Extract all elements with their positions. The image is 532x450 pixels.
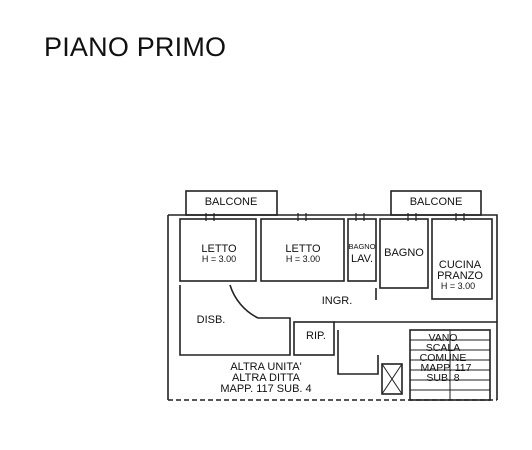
disb-label: DISB. bbox=[197, 314, 226, 326]
page-title: PIANO PRIMO bbox=[44, 32, 227, 62]
bagno-outline bbox=[379, 218, 429, 289]
shaft-outline bbox=[381, 363, 403, 395]
stair-well-wall bbox=[337, 321, 497, 375]
letto1-outline bbox=[179, 218, 257, 282]
disb-wall bbox=[179, 285, 291, 356]
vano-label-3: COMUNE bbox=[420, 352, 467, 364]
ingr-wall bbox=[334, 288, 420, 323]
altra-label-3: MAPP. 117 SUB. 4 bbox=[220, 383, 311, 395]
bagno-label: BAGNO bbox=[384, 247, 424, 259]
ingr-label: INGR. bbox=[322, 295, 353, 307]
stair-steps bbox=[410, 330, 490, 400]
letto1-label: LETTO bbox=[201, 243, 237, 255]
altra-label-2: ALTRA DITTA bbox=[232, 372, 301, 384]
vano-label-4: MAPP. 117 bbox=[421, 362, 472, 374]
balcone-right-label: BALCONE bbox=[410, 196, 463, 208]
cucina-label-2: PRANZO bbox=[437, 270, 483, 282]
cucina-height: H = 3.00 bbox=[441, 281, 475, 291]
cucina-outline bbox=[431, 218, 493, 300]
rip-outline bbox=[293, 321, 335, 356]
bagno-lav-label-top: BAGNO bbox=[348, 242, 375, 251]
letto2-label: LETTO bbox=[285, 243, 321, 255]
bagno-lav-label-bottom: LAV. bbox=[351, 253, 373, 265]
letto2-outline bbox=[260, 218, 345, 282]
vano-label-1: VANO bbox=[429, 332, 458, 344]
letto1-height: H = 3.00 bbox=[202, 254, 236, 264]
cucina-label-1: CUCINA bbox=[439, 259, 482, 271]
vano-label-5: SUB. 8 bbox=[426, 372, 459, 384]
corridor-wall bbox=[229, 284, 259, 319]
bagno-lav-outline bbox=[347, 218, 377, 282]
letto2-height: H = 3.00 bbox=[286, 254, 320, 264]
shaft-cross bbox=[381, 363, 403, 395]
altra-label-1: ALTRA UNITA' bbox=[230, 361, 301, 373]
vano-label-2: SCALA bbox=[426, 342, 460, 354]
balcone-left-label: BALCONE bbox=[205, 196, 258, 208]
outer-wall bbox=[167, 214, 498, 400]
rip-label: RIP. bbox=[306, 330, 326, 342]
window-marks bbox=[205, 213, 465, 221]
